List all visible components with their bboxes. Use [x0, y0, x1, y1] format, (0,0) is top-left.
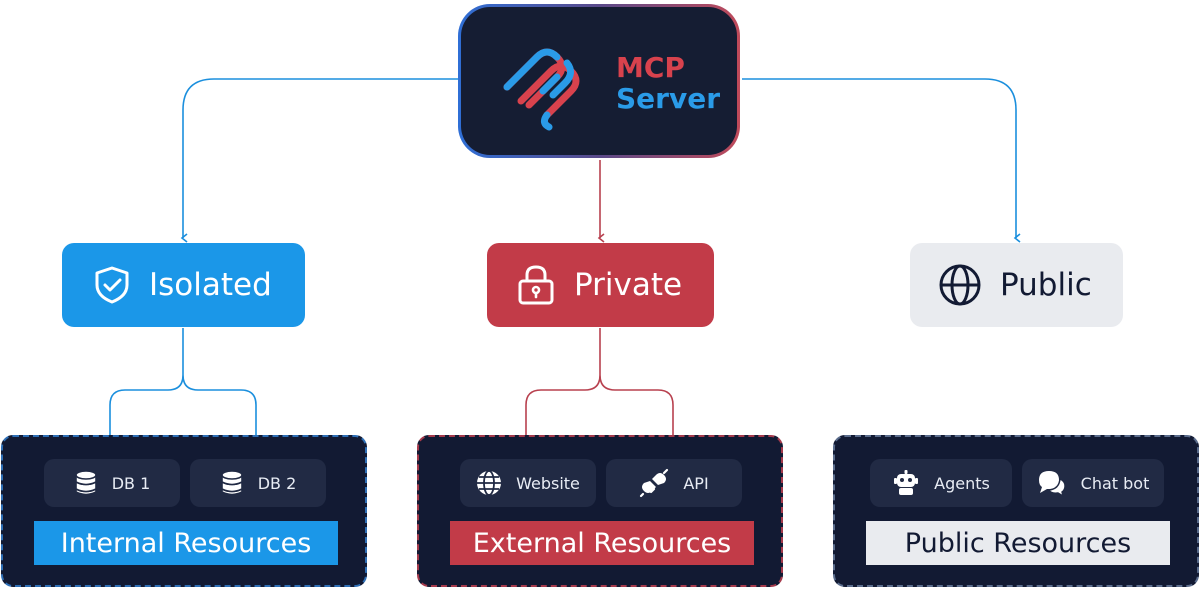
lock-icon [518, 265, 554, 305]
resource-db2: DB 2 [190, 459, 326, 507]
database-icon [220, 470, 243, 496]
resource-label: Agents [934, 473, 990, 493]
server-title-line1: MCP [616, 51, 685, 84]
resource-website: Website [460, 459, 596, 507]
chat-bubbles-icon [1038, 471, 1066, 497]
resource-api: API [606, 459, 742, 507]
connector-server-isolated [180, 78, 458, 243]
resource-label: DB 1 [111, 473, 151, 493]
mcp-server-node: MCP Server [458, 4, 740, 158]
resource-agents: Agents [870, 459, 1012, 507]
level-private: Private [487, 243, 714, 327]
group-external-resources: Website API External Resources [417, 435, 783, 587]
globe-icon [477, 470, 502, 496]
server-title-line2: Server [616, 82, 721, 115]
resource-chatbot: Chat bot [1022, 459, 1164, 507]
group-title: Internal Resources [34, 521, 338, 565]
group-public-resources: Agents Chat bot Public Resources [833, 435, 1199, 587]
resource-label: DB 2 [257, 473, 297, 493]
robot-icon [894, 470, 919, 495]
resource-db1: DB 1 [44, 459, 180, 507]
level-label: Private [574, 267, 683, 303]
resource-label: Chat bot [1080, 473, 1150, 493]
mcp-logo-icon [503, 48, 580, 131]
globe-icon [939, 264, 981, 306]
resource-label: Website [516, 473, 580, 493]
group-title: External Resources [450, 521, 754, 565]
level-label: Public [1000, 267, 1092, 303]
shield-check-icon [95, 266, 129, 304]
connector-isolated-db [109, 328, 257, 452]
level-label: Isolated [149, 267, 272, 303]
connector-server-public [742, 78, 1021, 243]
connector-private-resources [525, 328, 674, 452]
level-isolated: Isolated [62, 243, 305, 327]
resource-label: API [683, 473, 709, 493]
level-public: Public [910, 243, 1123, 327]
database-icon [74, 470, 97, 496]
group-title: Public Resources [866, 521, 1170, 565]
plug-icon [640, 468, 669, 498]
group-internal-resources: DB 1 DB 2 Internal Resources [1, 435, 367, 587]
